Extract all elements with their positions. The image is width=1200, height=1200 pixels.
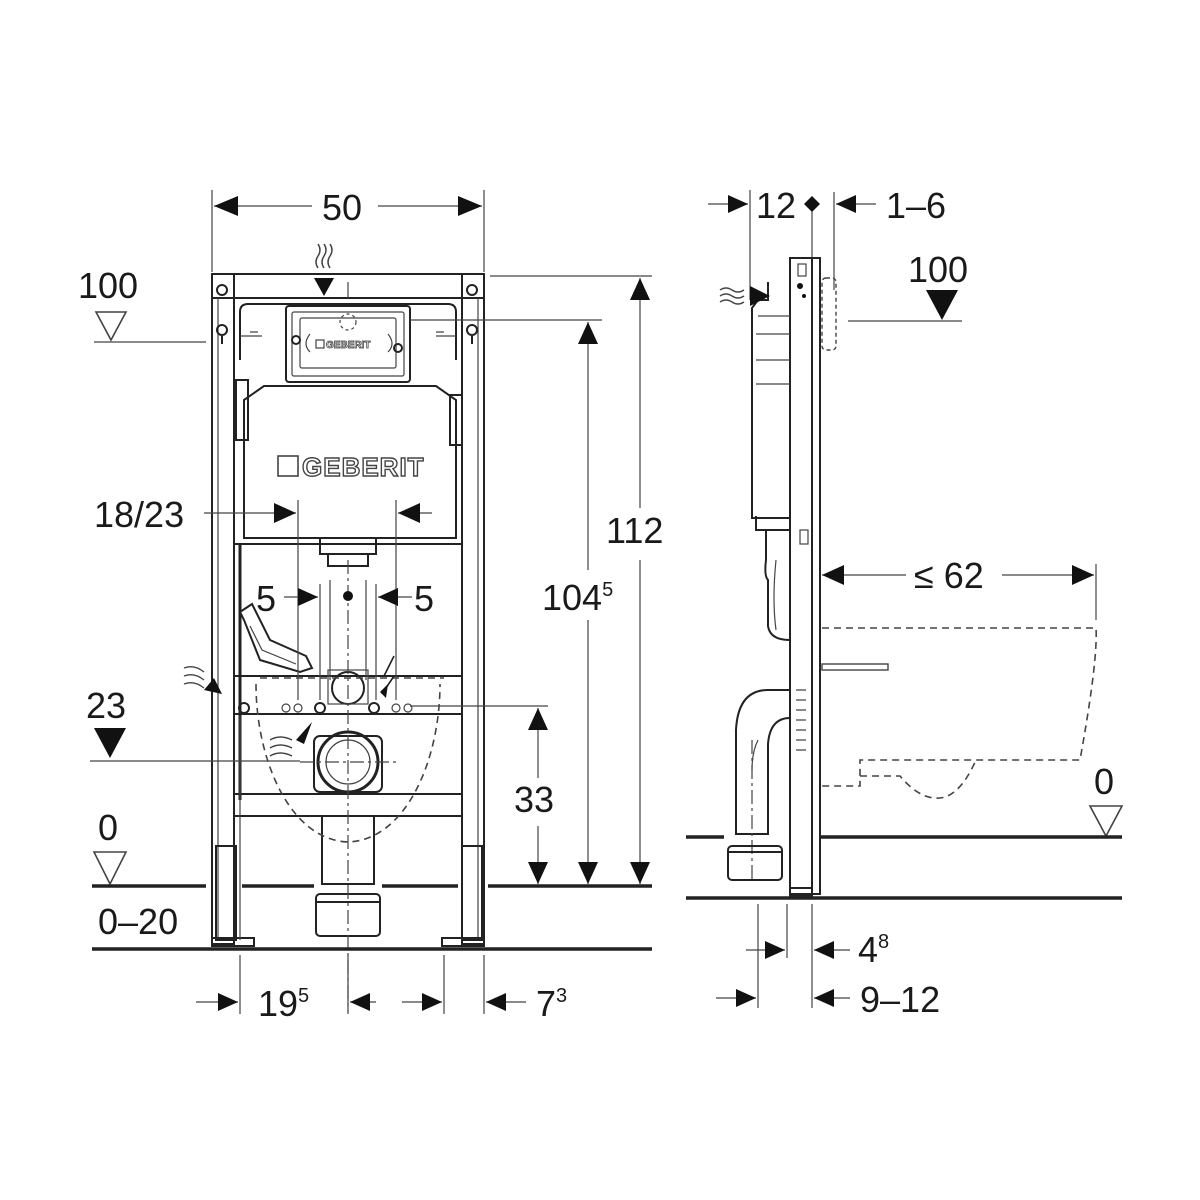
level-triangle-filled-icon: [926, 290, 958, 320]
level-23-marker: 23: [86, 685, 300, 762]
level-triangle-open-icon: [1088, 805, 1124, 838]
bottom-right-label: 73: [536, 983, 567, 1024]
level-100-marker: 100: [78, 265, 206, 343]
electrical-bolt-icon: [380, 655, 396, 698]
offset-left-label: 5: [256, 578, 276, 619]
side-view: 12 1–6 100: [686, 185, 1124, 1020]
bottom-depth-label: 9–12: [860, 979, 940, 1020]
height-frame-label: 1045: [542, 577, 613, 618]
cistern: GEBERIT GEBERIT: [235, 303, 463, 567]
adjust-label: 0–20: [98, 901, 178, 942]
offset-right-label: 5: [414, 578, 434, 619]
width-dimension: 50: [211, 187, 485, 272]
side-bottom-dimensions: 48 9–12: [716, 904, 940, 1020]
level-23-label: 23: [86, 685, 126, 726]
side-level-100-marker: 100: [848, 249, 968, 322]
side-level-0-marker: 0: [1088, 761, 1124, 838]
level-100-label: 100: [78, 265, 138, 306]
side-level-0-label: 0: [1094, 761, 1114, 802]
depth-top-label: 12: [756, 185, 796, 226]
water-supply-wave-icon-left: [183, 665, 222, 694]
level-triangle-filled-icon: [94, 728, 126, 758]
wall-hung-bowl: [821, 627, 1097, 799]
panel-range-label: 1–6: [886, 185, 946, 226]
bowl-projection-dimension: ≤ 62: [822, 555, 1097, 620]
bottom-offset-label: 48: [858, 929, 889, 970]
width-label: 50: [322, 187, 362, 228]
top-depth-dimensions: 12 1–6: [708, 185, 946, 300]
side-level-100-label: 100: [908, 249, 968, 290]
water-supply-wave-icon: [314, 243, 334, 296]
bowl-projection-label: ≤ 62: [914, 555, 984, 596]
height-drain-label: 33: [514, 779, 554, 820]
bottom-left-label: 195: [258, 983, 309, 1024]
level-0-label: 0: [98, 807, 118, 848]
side-frame: [719, 257, 837, 897]
offset-dimensions: 5 5: [256, 578, 434, 700]
water-supply-wave-icon-center: [269, 722, 312, 757]
spacing-label: 18/23: [94, 494, 184, 535]
height-total-label: 112: [606, 510, 663, 551]
spacing-dimension: 18/23: [94, 494, 432, 700]
front-view: 50 100: [78, 187, 663, 1024]
flush-plate-logo: GEBERIT: [326, 340, 370, 351]
level-0-marker: 0: [92, 807, 128, 886]
drain-assembly: [255, 560, 444, 1012]
frame: [211, 273, 485, 947]
cistern-logo: GEBERIT: [302, 452, 425, 482]
bottom-dimensions: 195 73: [196, 955, 567, 1024]
vertical-dimensions: 33 1045 112: [410, 275, 663, 884]
level-triangle-open-icon: [94, 311, 128, 342]
level-triangle-open-icon: [92, 851, 128, 886]
